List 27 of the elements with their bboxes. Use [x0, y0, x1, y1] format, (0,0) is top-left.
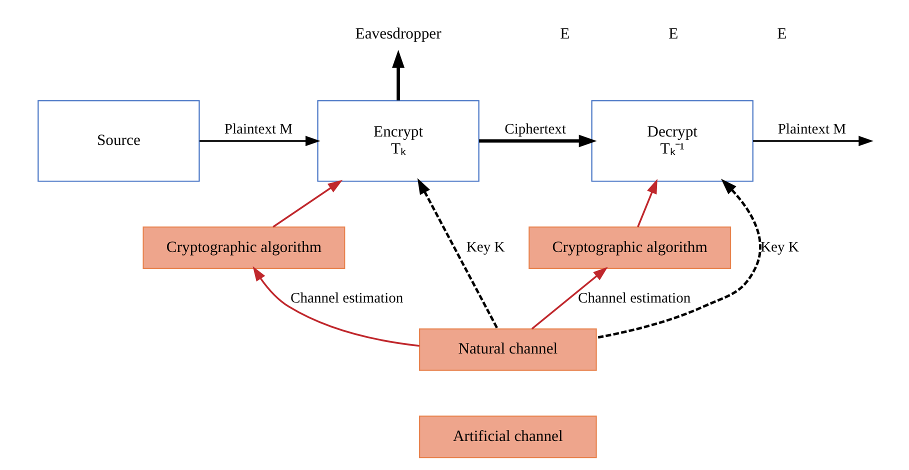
- node-text: Eavesdropper: [354, 24, 441, 42]
- edge-label: Ciphertext: [504, 121, 566, 138]
- arrow: [596, 178, 761, 338]
- node-box: Encrypt Tₖ: [316, 100, 479, 182]
- edge-label: Plaintext M: [224, 121, 292, 138]
- node-box: Artificial channel: [418, 415, 596, 458]
- edge-label: Key K: [760, 239, 798, 256]
- arrow: [252, 266, 420, 346]
- node-box: Decrypt Tₖ⁻¹: [590, 100, 753, 182]
- edge-label: Key K: [466, 239, 504, 256]
- arrow: [416, 178, 498, 329]
- arrow: [636, 178, 657, 227]
- label: E: [560, 24, 570, 42]
- arrow: [272, 179, 342, 228]
- arrow: [392, 49, 404, 100]
- label: E: [776, 24, 786, 42]
- node-box: Natural channel: [418, 328, 596, 370]
- edge-label: Channel estimation: [578, 290, 690, 306]
- node-box: Cryptographic algorithm: [528, 226, 731, 269]
- edge-label: Plaintext M: [777, 121, 846, 138]
- node-box: Source: [37, 100, 200, 182]
- arrow: [530, 266, 608, 330]
- arrow: [478, 134, 596, 147]
- edge-label: Channel estimation: [290, 290, 403, 306]
- node-box: Cryptographic algorithm: [142, 226, 345, 269]
- arrow: [199, 135, 320, 146]
- label: E: [668, 24, 678, 42]
